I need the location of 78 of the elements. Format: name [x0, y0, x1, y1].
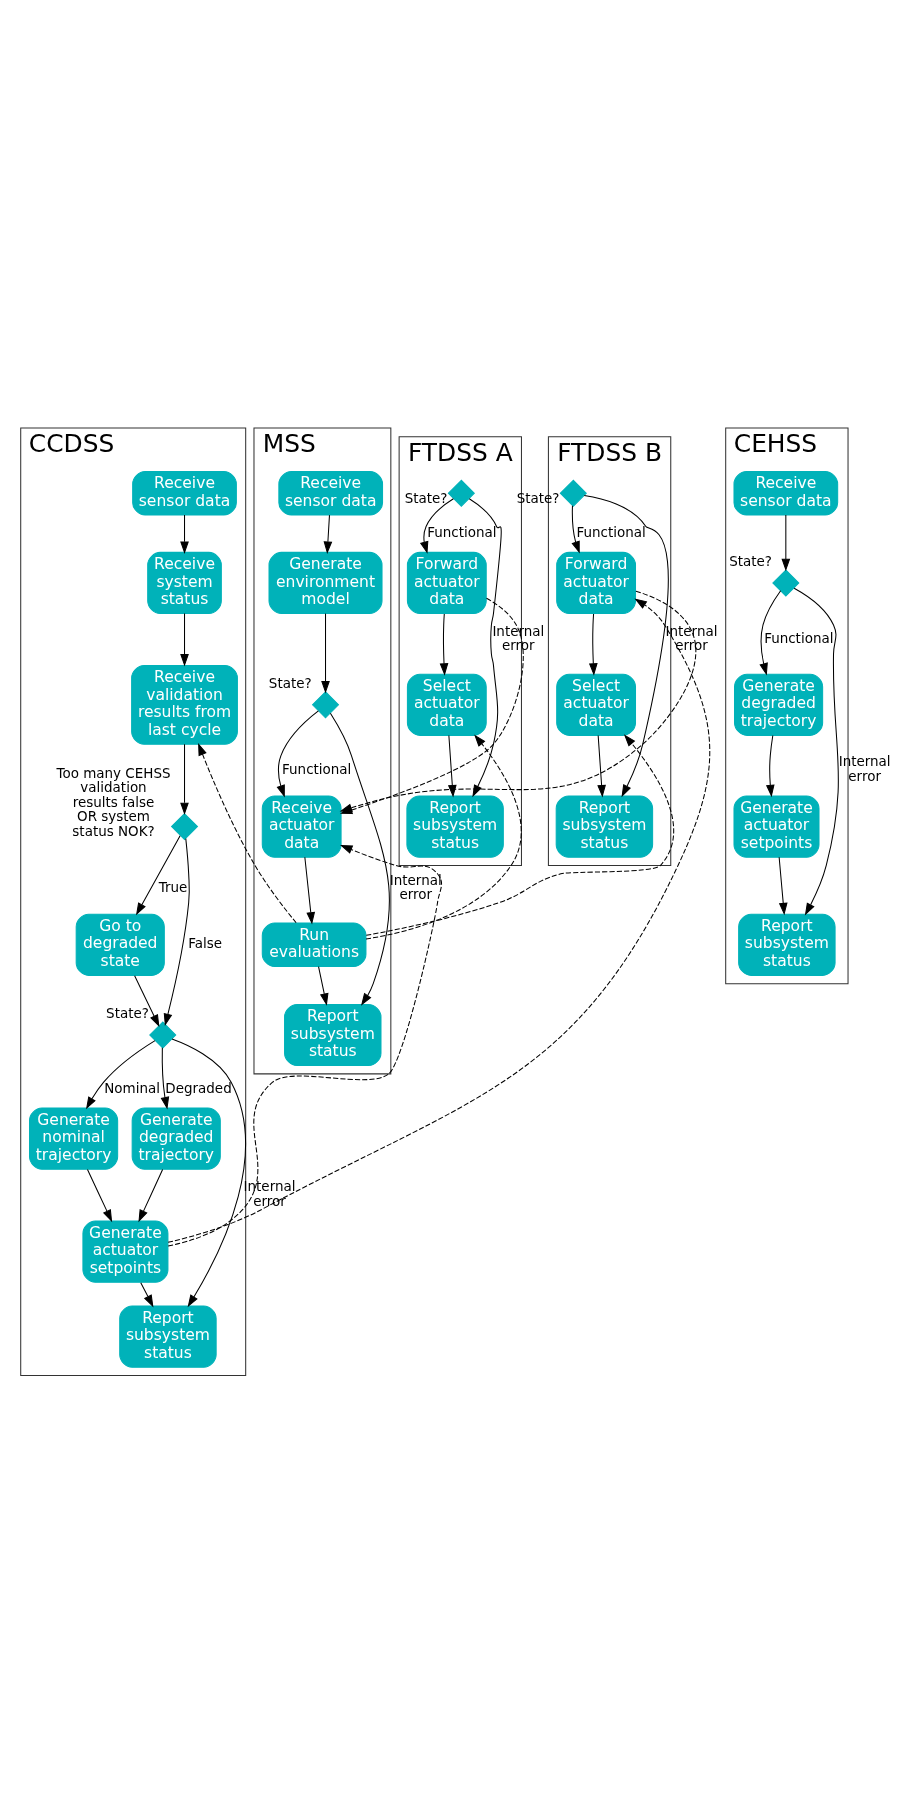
arrow — [138, 1168, 164, 1222]
arrow — [419, 497, 454, 554]
node-box: Receive actuator data — [261, 795, 342, 858]
edge-label: Functional — [427, 523, 497, 540]
arrow — [167, 844, 443, 1246]
node-diamond — [559, 479, 587, 507]
arrow — [583, 494, 669, 797]
arrow — [759, 589, 782, 676]
node-box: Run evaluations — [261, 922, 367, 967]
node-box: Generate nominal trajectory — [29, 1107, 119, 1170]
edge-label: Degraded — [165, 1079, 232, 1096]
arrow — [180, 514, 189, 554]
node-diamond — [311, 690, 340, 718]
node-box: Receive sensor data — [132, 470, 237, 516]
arrow — [180, 612, 189, 667]
arrow — [276, 709, 319, 797]
arrow — [781, 514, 791, 571]
arrow — [597, 734, 606, 797]
edge-label: Functional — [282, 760, 352, 777]
arrow — [135, 834, 181, 915]
node-box: Receive sensor data — [733, 470, 839, 516]
node-box: Report subsystem status — [738, 913, 836, 976]
node-box: Forward actuator data — [406, 551, 487, 614]
arrow — [447, 734, 457, 797]
node-box: Generate degraded trajectory — [131, 1107, 221, 1170]
arrow — [588, 612, 598, 676]
node-box: Generate environment model — [268, 551, 383, 614]
node-diamond — [772, 568, 800, 597]
node-label: State? — [268, 674, 312, 691]
node-label: State? — [106, 1004, 149, 1021]
arrow — [321, 612, 330, 693]
node-diamond — [170, 812, 199, 840]
node-box: Report subsystem status — [284, 1003, 382, 1066]
node-box: Generate actuator setpoints — [82, 1220, 169, 1283]
arrow — [778, 856, 788, 915]
edge-label: False — [188, 934, 223, 951]
arrow — [167, 598, 711, 1243]
node-box: Receive sensor data — [278, 470, 384, 516]
node-label: Too many CEHSS validation results false OR system status NOK? — [56, 764, 171, 839]
node-box: Select actuator data — [556, 673, 636, 736]
arrow — [180, 743, 189, 815]
arrow — [793, 587, 839, 915]
arrow — [365, 733, 522, 939]
arrow — [134, 974, 160, 1027]
edge-label: Functional — [576, 523, 646, 540]
arrow — [365, 733, 675, 936]
arrow — [171, 1038, 246, 1307]
arrow — [86, 1168, 113, 1222]
edge-label: Internal error — [389, 871, 442, 902]
arrow — [329, 712, 390, 1006]
node-box: Report subsystem status — [555, 795, 654, 858]
node-box: Report subsystem status — [119, 1305, 217, 1368]
arrow — [323, 514, 333, 554]
edge-label: Nominal — [104, 1079, 161, 1096]
node-label: State? — [729, 552, 772, 569]
node-box: Generate actuator setpoints — [733, 795, 820, 858]
node-label: State? — [404, 489, 448, 506]
arrow — [163, 837, 190, 1026]
arrow — [160, 1046, 170, 1109]
arrow — [140, 1281, 154, 1307]
arrow — [571, 504, 580, 554]
arrow — [318, 965, 329, 1006]
node-box: Select actuator data — [406, 673, 487, 736]
node-box: Report subsystem status — [406, 795, 504, 858]
arrow — [86, 1039, 156, 1109]
node-box: Go to degraded state — [75, 913, 165, 976]
node-diamond — [149, 1020, 177, 1049]
arrow — [765, 734, 775, 797]
arrow — [198, 742, 297, 923]
node-box: Generate degraded trajectory — [734, 673, 824, 736]
edge-label: True — [158, 878, 188, 895]
node-box: Receive validation results from last cycle — [131, 664, 238, 745]
node-box: Receive system status — [147, 551, 222, 614]
node-diamond — [447, 479, 476, 507]
node-box: Forward actuator data — [556, 551, 636, 614]
edge-label: Functional — [764, 629, 834, 646]
arrow — [439, 612, 449, 676]
arrow — [304, 856, 316, 925]
